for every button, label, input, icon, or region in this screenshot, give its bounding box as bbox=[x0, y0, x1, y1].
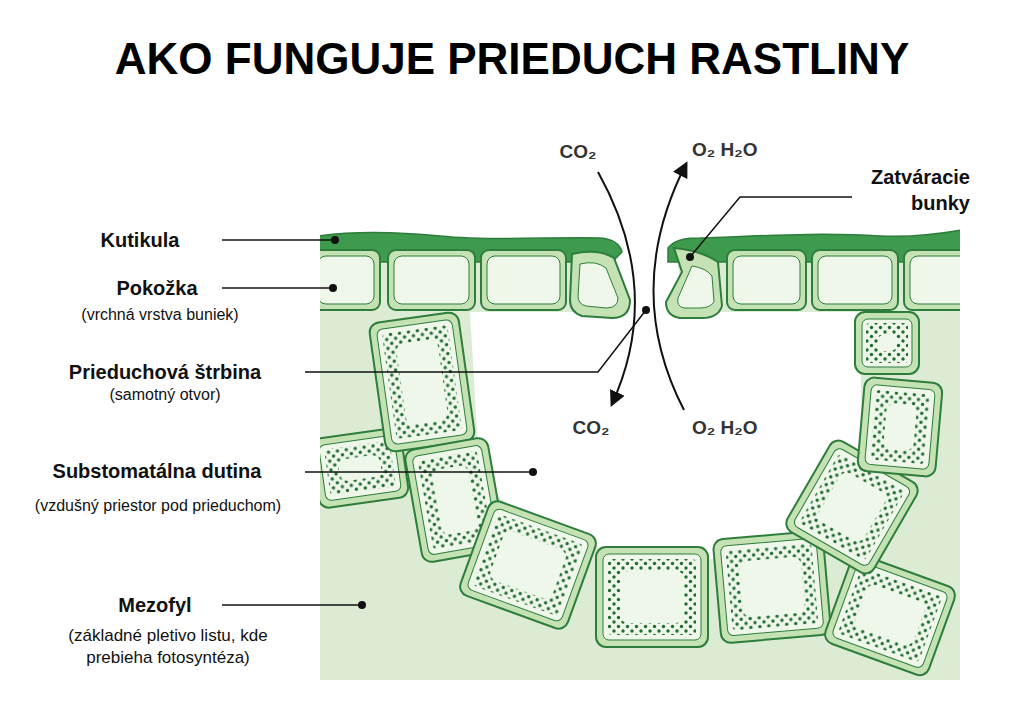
epidermis-cell bbox=[812, 250, 898, 310]
cell-wall bbox=[320, 250, 380, 310]
vacuole bbox=[883, 403, 917, 451]
diagram-title: AKO FUNGUJE PRIEDUCH RASTLINY bbox=[0, 32, 1024, 86]
part-label: Mezofyl bbox=[75, 593, 235, 617]
chloroplasts bbox=[726, 543, 819, 630]
part-label: Substomatálna dutina bbox=[7, 459, 307, 483]
epidermis-cell bbox=[481, 250, 566, 310]
leader-dot bbox=[331, 236, 339, 244]
leader-dot bbox=[642, 306, 650, 314]
part-note: (základné pletivo listu, kde prebieha fo… bbox=[57, 625, 279, 669]
guard-cell bbox=[570, 252, 630, 318]
mesophyll-cell bbox=[713, 530, 832, 643]
cell-interior bbox=[487, 256, 560, 304]
cell-interior bbox=[910, 256, 960, 304]
gas-label: CO₂ bbox=[561, 416, 621, 440]
leader-line bbox=[222, 239, 335, 241]
mesophyll-background bbox=[320, 250, 960, 680]
gas-label: CO₂ bbox=[548, 140, 608, 164]
cell-wall bbox=[822, 552, 958, 678]
leader-lines bbox=[222, 197, 852, 605]
cell-interior bbox=[394, 256, 469, 304]
epidermis-cell bbox=[388, 250, 475, 310]
cell-interior bbox=[831, 561, 949, 669]
leader-line bbox=[222, 604, 362, 606]
cell-wall bbox=[388, 250, 475, 310]
mesophyll-cell bbox=[457, 499, 598, 632]
cell-interior bbox=[603, 554, 701, 640]
leader-line bbox=[305, 471, 533, 473]
vacuole bbox=[815, 470, 888, 544]
chloroplasts bbox=[838, 567, 943, 662]
cell-interior bbox=[678, 266, 714, 308]
vacuole bbox=[853, 583, 927, 647]
cell-wall bbox=[857, 377, 943, 477]
mesophyll-cell bbox=[368, 311, 475, 452]
gas-label: O₂ H₂O bbox=[692, 416, 792, 440]
chloroplasts bbox=[608, 559, 696, 635]
cell-interior bbox=[578, 263, 618, 308]
vacuole bbox=[338, 454, 383, 482]
part-label: Zatváracie bunky bbox=[845, 164, 970, 216]
leader-dot bbox=[686, 253, 694, 261]
leader-dot bbox=[358, 601, 366, 609]
part-label: Prieduchová štrbina bbox=[25, 360, 305, 384]
cell-wall bbox=[596, 547, 708, 647]
cell-interior bbox=[720, 538, 823, 636]
cell-wall bbox=[666, 248, 722, 318]
cell-wall bbox=[713, 530, 832, 643]
co2-arrow bbox=[598, 172, 635, 404]
leader-dots bbox=[329, 236, 694, 609]
vacuole bbox=[432, 464, 479, 535]
cell-interior bbox=[818, 256, 892, 304]
guard-cell bbox=[666, 248, 722, 318]
part-note: (samotný otvor) bbox=[35, 385, 295, 405]
part-note: (vzdušný priestor pod prieduchom) bbox=[3, 496, 313, 516]
part-label: Pokožka bbox=[77, 276, 237, 300]
cell-wall bbox=[457, 499, 598, 632]
leader-line bbox=[690, 197, 852, 257]
vacuole bbox=[395, 338, 448, 425]
vacuole bbox=[739, 556, 806, 617]
vacuole bbox=[620, 571, 684, 623]
chloroplasts bbox=[473, 514, 584, 616]
leader-dot bbox=[529, 468, 537, 476]
leader-dot bbox=[329, 284, 337, 292]
cell-wall bbox=[904, 250, 960, 310]
vacuole bbox=[878, 335, 896, 351]
leader-line bbox=[222, 287, 333, 289]
cell-wall bbox=[727, 250, 806, 310]
leader-line bbox=[305, 310, 646, 372]
cell-interior bbox=[862, 319, 912, 367]
epidermis-cell bbox=[904, 250, 960, 310]
leaf-section bbox=[320, 230, 960, 680]
cell-wall bbox=[368, 311, 475, 452]
o2-h2o-arrow bbox=[653, 164, 686, 410]
cell-wall bbox=[812, 250, 898, 310]
mesophyll-cell bbox=[855, 312, 919, 374]
cell-wall bbox=[855, 312, 919, 374]
mesophyll-cell bbox=[857, 377, 943, 477]
part-label: Kutikula bbox=[60, 228, 220, 252]
chloroplasts bbox=[382, 325, 462, 439]
cell-interior bbox=[733, 256, 800, 304]
gas-label: O₂ H₂O bbox=[692, 138, 792, 162]
cell-interior bbox=[466, 507, 589, 622]
epidermis-cell bbox=[727, 250, 806, 310]
mesophyll-cell bbox=[822, 552, 958, 678]
cell-interior bbox=[865, 384, 936, 469]
cell-wall bbox=[481, 250, 566, 310]
vacuole bbox=[488, 529, 568, 600]
chloroplasts bbox=[866, 323, 908, 363]
cell-wall bbox=[570, 252, 630, 318]
epidermis-cell bbox=[320, 250, 380, 310]
cell-interior bbox=[320, 256, 374, 304]
chloroplasts bbox=[324, 441, 396, 496]
part-note: (vrchná vrstva buniek) bbox=[30, 305, 290, 325]
chloroplasts bbox=[870, 390, 930, 464]
cell-interior bbox=[376, 319, 467, 444]
mesophyll-cell bbox=[596, 547, 708, 647]
